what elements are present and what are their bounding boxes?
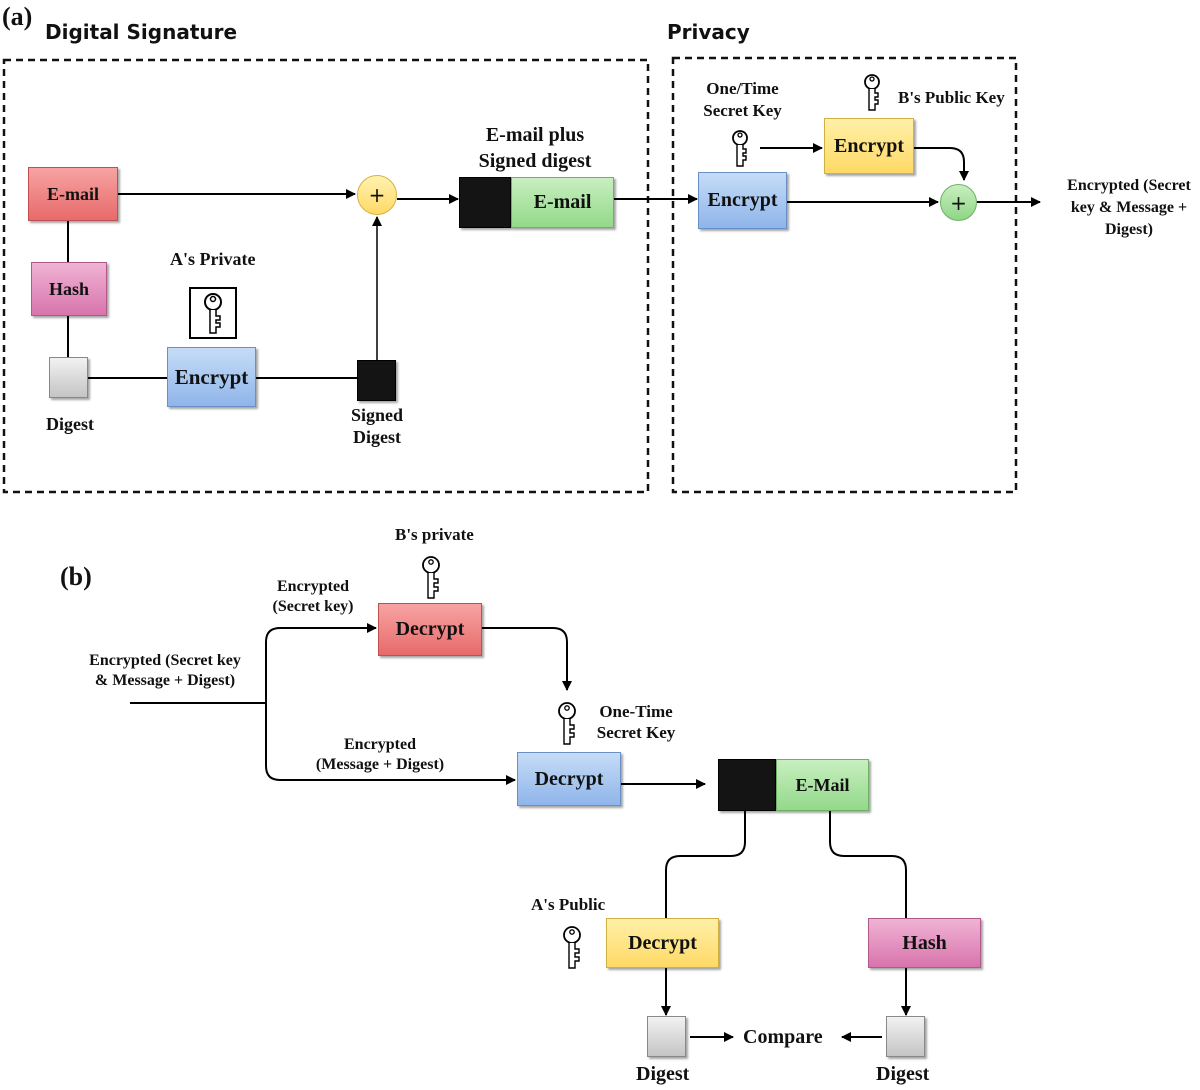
a-public-label: A's Public xyxy=(531,895,606,914)
one-time-line1: One/Time xyxy=(706,79,779,98)
digest-left-label: Digest xyxy=(636,1063,690,1085)
digest-box-right xyxy=(886,1016,925,1057)
signed-digest-line1: Signed xyxy=(350,405,404,425)
digest-box-left xyxy=(647,1016,686,1057)
decrypt-msg-box: Decrypt xyxy=(517,752,621,806)
signed-digest-line2: Digest xyxy=(353,427,401,447)
hash-box-b: Hash xyxy=(868,918,981,968)
enc-msg-line1: Encrypted xyxy=(344,736,416,753)
one-time-key-icon-b xyxy=(558,702,576,745)
one-time-secret-key-label: One/Time Secret Key xyxy=(690,78,795,122)
signed-to-decrypt-digest-line xyxy=(665,811,746,918)
input-line1: Encrypted (Secret key xyxy=(89,652,241,669)
part-b-label: (b) xyxy=(60,562,92,591)
combined-email-box: E-mail xyxy=(511,177,614,228)
encrypt-key-to-plus-arrow xyxy=(914,147,969,181)
encrypt-msg-box: Encrypt xyxy=(698,172,787,229)
decrypt-key-to-secret-arrow xyxy=(482,627,572,691)
email-box-b: E-Mail xyxy=(776,759,869,811)
enc-msg-label: Encrypted (Message + Digest) xyxy=(305,735,455,775)
one-time-b-line2: Secret Key xyxy=(596,723,676,742)
output-line1: Encrypted (Secret xyxy=(1067,177,1191,194)
one-time-b-line1: One-Time xyxy=(599,702,673,721)
one-time-key-label-b: One-Time Secret Key xyxy=(588,701,684,743)
output-label: Encrypted (Secret key & Message + Digest… xyxy=(1044,175,1200,241)
digest-right-label: Digest xyxy=(876,1063,930,1085)
a-public-key-icon xyxy=(563,926,581,969)
digest-box xyxy=(49,357,88,398)
enc-secret-line1: Encrypted xyxy=(277,578,349,595)
digest-label: Digest xyxy=(46,414,94,434)
enc-msg-line2: (Message + Digest) xyxy=(315,756,445,773)
combined-signed-digest-box xyxy=(459,177,511,228)
signed-digest-box-b xyxy=(718,759,776,811)
email-to-hash-line-b xyxy=(829,811,907,918)
b-public-key-label: B's Public Key xyxy=(898,88,1005,107)
output-line2: key & Message + xyxy=(1070,199,1188,216)
signed-digest-box xyxy=(357,360,396,401)
part-a-label: (a) xyxy=(2,2,33,31)
enc-secret-line2: (Secret key) xyxy=(272,598,354,615)
encrypt-key-box: Encrypt xyxy=(824,118,914,174)
email-box: E-mail xyxy=(28,167,118,221)
enc-secret-label: Encrypted (Secret key) xyxy=(255,577,371,617)
input-line2: & Message + Digest) xyxy=(94,672,236,689)
signed-digest-label: Signed Digest xyxy=(340,404,414,448)
b-public-key-icon xyxy=(864,74,880,111)
combined-label: E-mail plus Signed digest xyxy=(450,122,620,174)
branch-to-decrypt-msg-arrow xyxy=(265,703,516,785)
hash-box: Hash xyxy=(31,262,107,316)
digital-signature-title: Digital Signature xyxy=(45,20,238,44)
plus-combiner-a: + xyxy=(357,175,397,215)
one-time-line2: Secret Key xyxy=(703,101,782,120)
decrypt-key-box: Decrypt xyxy=(378,603,482,656)
digital-signature-frame xyxy=(2,58,650,494)
privacy-frame xyxy=(671,56,1018,494)
a-private-key-icon xyxy=(189,287,237,339)
plus-combiner-privacy: + xyxy=(940,184,977,221)
one-time-secret-key-icon xyxy=(732,130,748,167)
compare-label: Compare xyxy=(743,1026,823,1048)
privacy-title: Privacy xyxy=(667,20,750,44)
branch-to-decrypt-key-arrow xyxy=(265,623,377,703)
output-line3: Digest) xyxy=(1105,221,1153,238)
b-private-label: B's private xyxy=(395,525,474,544)
combined-line2: Signed digest xyxy=(478,150,592,172)
b-private-key-icon xyxy=(422,556,440,599)
combined-line1: E-mail plus xyxy=(485,124,585,146)
decrypt-digest-box: Decrypt xyxy=(606,918,719,968)
encrypt-box-a: Encrypt xyxy=(167,347,256,407)
a-private-label: A's Private xyxy=(170,249,256,269)
input-label: Encrypted (Secret key & Message + Digest… xyxy=(72,651,258,691)
